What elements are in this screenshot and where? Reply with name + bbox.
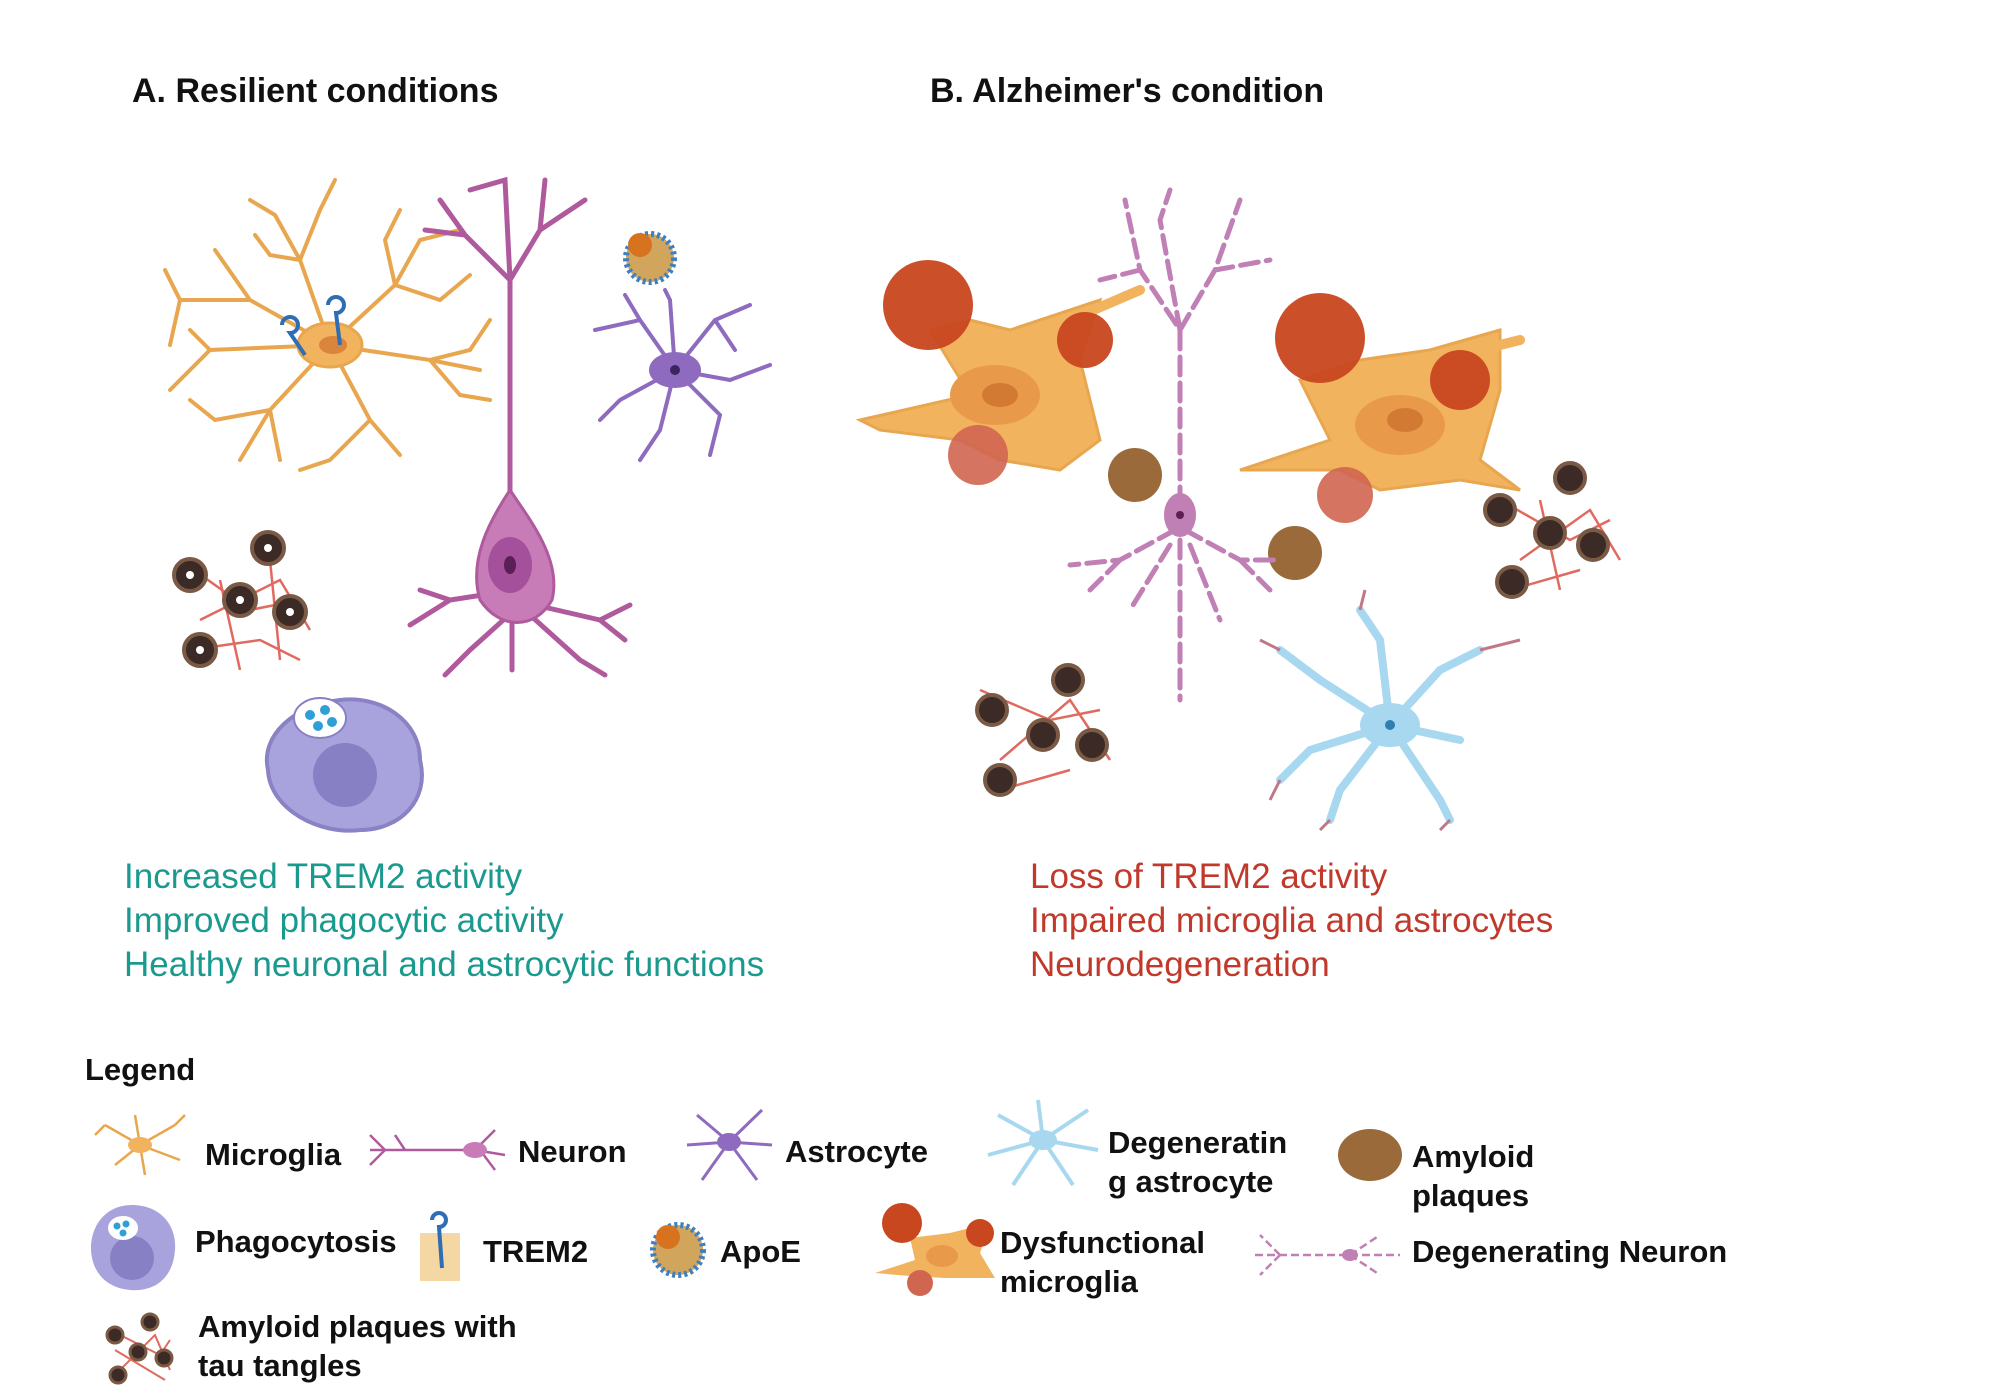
astrocyte-cell xyxy=(593,288,772,462)
phagocytosis-legend-icon xyxy=(90,1205,176,1291)
legend-label-astrocyte: Astrocyte xyxy=(785,1134,928,1169)
legend-label-amyloid-tau: Amyloid plaques with tau tangles xyxy=(198,1307,517,1385)
microglia-legend-icon xyxy=(94,1114,186,1176)
caption-line: Loss of TREM2 activity xyxy=(1030,857,1388,896)
microglia-nucleus xyxy=(319,336,347,354)
amyloid-tau-legend-icon xyxy=(105,1312,174,1385)
caption-line: Improved phagocytic activity xyxy=(124,901,564,940)
panel-a-title: A. Resilient conditions xyxy=(132,72,499,110)
amyloid-plaques xyxy=(883,260,1490,580)
degenerating-neuron-legend-icon xyxy=(1255,1233,1400,1277)
legend-label-text: Amyloid plaques with tau tangles xyxy=(198,1309,517,1383)
caption-line: Impaired microglia and astrocytes xyxy=(1030,901,1554,940)
trem2-legend-icon xyxy=(420,1211,460,1281)
legend-label-phagocytosis: Phagocytosis xyxy=(195,1224,397,1259)
legend-label-trem2: TREM2 xyxy=(483,1234,589,1269)
legend-label-text: Degeneratin g astrocyte xyxy=(1108,1125,1288,1199)
caption-line: Neurodegeneration xyxy=(1030,945,1330,984)
legend-label-dysfunctional-microglia: Dysfunctional microglia xyxy=(1000,1223,1205,1301)
panel-b-title: B. Alzheimer's condition xyxy=(930,72,1325,110)
degenerating-astrocyte-cell xyxy=(1276,606,1484,824)
neuron-cell xyxy=(407,176,633,678)
amyloid-tau-cluster xyxy=(975,461,1622,797)
legend-label-degenerating-neuron: Degenerating Neuron xyxy=(1412,1234,1728,1269)
legend-label-amyloid-plaques: Amyloid plaques xyxy=(1412,1137,1534,1215)
apoe-legend-icon xyxy=(650,1222,706,1278)
legend-title: Legend xyxy=(85,1052,196,1087)
phagocyte-cell xyxy=(264,697,424,833)
dysfunctional-microglia-legend-icon xyxy=(875,1203,995,1296)
legend-label-text: Amyloid plaques xyxy=(1412,1139,1535,1213)
panel-a-illustration xyxy=(163,176,772,833)
legend-label-microglia: Microglia xyxy=(205,1137,342,1172)
degenerating-neuron-cell xyxy=(1067,187,1283,703)
apoe-particle xyxy=(623,231,677,285)
legend-label-text: Dysfunctional microglia xyxy=(1000,1225,1205,1299)
astrocyte-legend-icon xyxy=(686,1108,773,1181)
legend-label-neuron: Neuron xyxy=(518,1134,627,1169)
panel-a-caption: Increased TREM2 activity Improved phagoc… xyxy=(124,855,764,987)
dysfunctional-microglia-cell xyxy=(855,285,1145,472)
panel-b-illustration xyxy=(855,187,1622,832)
legend-label-apoe: ApoE xyxy=(720,1234,801,1269)
degenerating-astrocyte-legend-icon xyxy=(987,1099,1099,1187)
amyloid-plaque-legend-icon xyxy=(1338,1129,1402,1181)
amyloid-tau-cluster xyxy=(172,530,312,671)
neuron-legend-icon xyxy=(369,1129,506,1171)
panel-b-caption: Loss of TREM2 activity Impaired microgli… xyxy=(1030,855,1553,987)
caption-line: Increased TREM2 activity xyxy=(124,857,523,896)
caption-line: Healthy neuronal and astrocytic function… xyxy=(124,945,765,984)
microglia-cell xyxy=(163,178,492,472)
legend-label-degenerating-astrocyte: Degeneratin g astrocyte xyxy=(1108,1123,1287,1201)
trem2-receptor-icon xyxy=(280,295,346,357)
